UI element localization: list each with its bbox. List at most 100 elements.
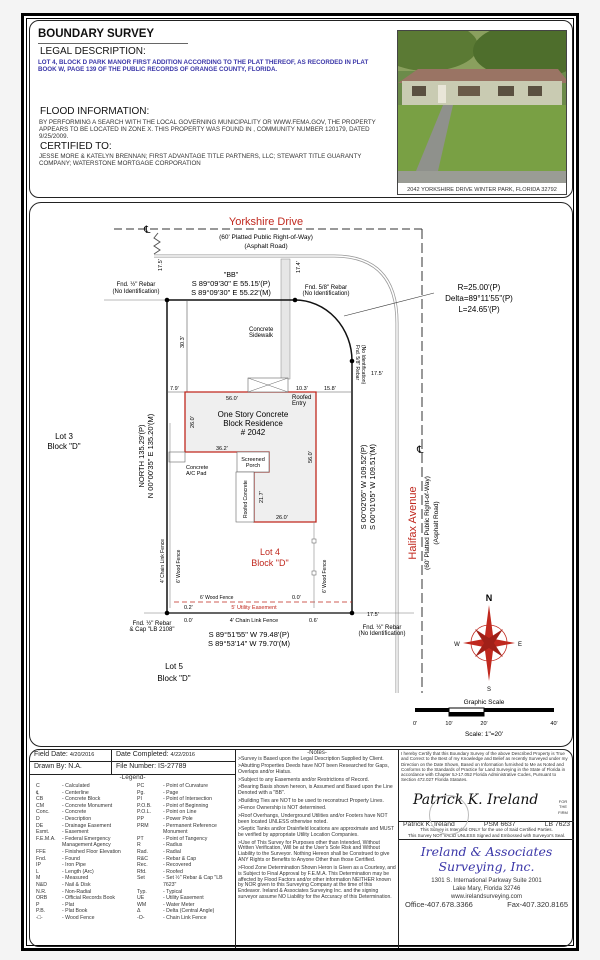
roofed-concrete: [235, 471, 255, 523]
legend-meaning: - Centerline: [62, 789, 89, 796]
legend-abbr: Conc.: [36, 809, 50, 816]
legend-item: -□-- Wood Fence: [36, 915, 136, 922]
scale-seg: [449, 712, 484, 716]
drawn-value: N.A.: [68, 763, 82, 770]
residence-line-3: # 2042: [241, 428, 266, 437]
legend-abbr: -O-: [137, 914, 145, 921]
legend-item: Esmt.- Easement: [36, 829, 136, 836]
legend-meaning: - Federal Emergency Management Agency: [62, 835, 111, 849]
legend-item: FFE- Finished Floor Elevation: [36, 849, 136, 856]
legend-abbr: PT: [137, 835, 144, 842]
legend-meaning: - Permanent Reference Monument: [163, 822, 217, 836]
legend-item: -O- - Chain Link Fence: [137, 915, 235, 922]
dim: 0.0': [184, 618, 193, 624]
legend-abbr: WM: [137, 901, 147, 908]
note-item: >Flood Zone Determination Shown Heron is…: [238, 864, 396, 901]
curve-leader: [343, 292, 435, 317]
compass-n: N: [486, 593, 493, 603]
legend-meaning: - Point on Line: [163, 809, 197, 816]
yorkshire-drive-label: Yorkshire Drive: [229, 216, 303, 228]
legend-meaning: - Point of Tangency: [163, 835, 208, 842]
legend-meaning: - Chain Link Fence: [163, 914, 207, 921]
website-link[interactable]: www.irelandsurveying.com: [450, 893, 523, 900]
sidewalk-label-2: Sidewalk: [249, 333, 274, 339]
legend-item: D- Description: [36, 816, 136, 823]
file-label: File Number:: [116, 763, 157, 770]
signature: Patrick K. Ireland: [413, 792, 539, 808]
bottom-line-plat: S 89°51'55" W 79.48'(P): [209, 630, 290, 639]
legend-meaning: - Typical: [163, 888, 183, 895]
legend-item: PT - Point of Tangency: [137, 836, 235, 843]
legal-heading: LEGAL DESCRIPTION:: [40, 46, 146, 57]
not-valid-note: This Survey NOT VALID UNLESS Signed and …: [399, 833, 574, 840]
date-completed: Date Completed: 4/22/2016: [112, 750, 236, 762]
yorkshire-row: (60' Platted Public Right-of-Way): [219, 234, 313, 241]
bottom-line-measured: S 89°53'14" W 79.70'(M): [208, 639, 290, 648]
legend-meaning: - Point of Beginning: [163, 802, 209, 809]
legend-meaning: - Plat Book: [62, 908, 88, 915]
legend-abbr: CB: [36, 796, 44, 803]
curve-length: L=24.65'(P): [458, 305, 500, 314]
certified-heading: CERTIFIED TO:: [40, 141, 112, 152]
legend-abbr: F.E.M.A.: [36, 835, 56, 842]
address-1: 1301 S. International Parkway Suite 2001: [431, 877, 542, 884]
legend-abbr: P: [36, 901, 40, 908]
dim: 0.0': [292, 595, 301, 601]
dim: 10.3': [296, 386, 308, 392]
certified-text: JESSE MORE & KATELYN BRENNAN; FIRST ADVA…: [39, 153, 362, 168]
legend-meaning: - Calculated: [62, 783, 90, 789]
legend-item: N.R.- Non-Radial: [36, 889, 136, 896]
monument-ne: [292, 297, 298, 303]
legend-abbr: PC: [137, 783, 145, 789]
legend-abbr: Rfd.: [137, 868, 147, 875]
photo-caption: 2042 YORKSHIRE DRIVE WINTER PARK, FLORID…: [407, 187, 557, 193]
curve-delta: Delta=89°11'55"(P): [445, 294, 513, 303]
right-line-measured: S 00°01'05" W 109.51'(M): [368, 443, 377, 530]
legend-item: CB - Concrete Block: [36, 796, 136, 803]
legend-abbr: PP: [137, 815, 144, 822]
legend-abbr: Δ: [137, 908, 141, 915]
monument-se-2: (No Identification): [358, 631, 405, 637]
wood-fence-west-label: 6' Wood Fence: [176, 549, 182, 583]
field-date-value: 4/20/2016: [69, 752, 95, 758]
top-line-measured: S 89°09'30" E 55.22'(M): [191, 288, 271, 297]
monument-sw-2: & Cap "LB 2108": [130, 627, 175, 633]
dim: 0.6': [309, 618, 318, 624]
legend-meaning: - Measured: [62, 875, 89, 882]
legend-item: Δ- Delta (Central Angle): [137, 908, 235, 915]
notes: -Notes- >Survey is Based upon the Legal …: [236, 750, 399, 948]
legend-abbr: Set: [137, 875, 145, 882]
dim: 26.0': [190, 416, 196, 428]
dimensions: 17.5' 17.4' 30.3' 7.9' 56.0' 10.3' 15.8'…: [158, 259, 383, 624]
compass-e: E: [518, 642, 522, 648]
monument-e-2: (No Identification): [360, 345, 366, 385]
dim: 56.0': [226, 396, 238, 402]
bearing-basis-tag: "BB": [224, 272, 239, 279]
legend-abbr: Rad.: [137, 848, 148, 855]
scale-seg: [484, 708, 554, 712]
field-date: Field Date: 4/20/2016: [30, 750, 112, 762]
legend-item: PP- Power Pole: [137, 816, 235, 823]
monument-se: [349, 610, 355, 616]
note-item: >Septic Tanks and/or Drainfield location…: [238, 826, 394, 839]
scale-tick: 0': [413, 721, 417, 727]
signature-area: Patrick K. Ireland FOR THE FIRM: [399, 791, 574, 835]
monument-nw-2: (No Identification): [112, 289, 159, 295]
scale-tick: 40': [550, 721, 557, 727]
property-photo: 2042 YORKSHIRE DRIVE WINTER PARK, FLORID…: [378, 21, 583, 195]
legend-abbr: FFE: [36, 848, 46, 855]
legend-meaning: - Concrete Block: [62, 796, 101, 803]
legend-abbr: R&C: [137, 855, 148, 862]
legend-abbr: Esmt.: [36, 829, 50, 836]
monument-e: [349, 358, 355, 364]
halifax-centerline-symbol: ℄: [416, 445, 424, 456]
legend-abbr: L: [36, 868, 39, 875]
dim: 17.5': [367, 612, 379, 618]
legend-abbr: N.R.: [36, 888, 47, 895]
legend-item: PRM- Permanent Reference Monument: [137, 823, 235, 836]
legend-abbr: Typ.: [137, 888, 147, 895]
wood-fence-south-label: 6' Wood Fence: [200, 595, 234, 601]
legend-meaning: - Drainage Easement: [62, 822, 112, 829]
